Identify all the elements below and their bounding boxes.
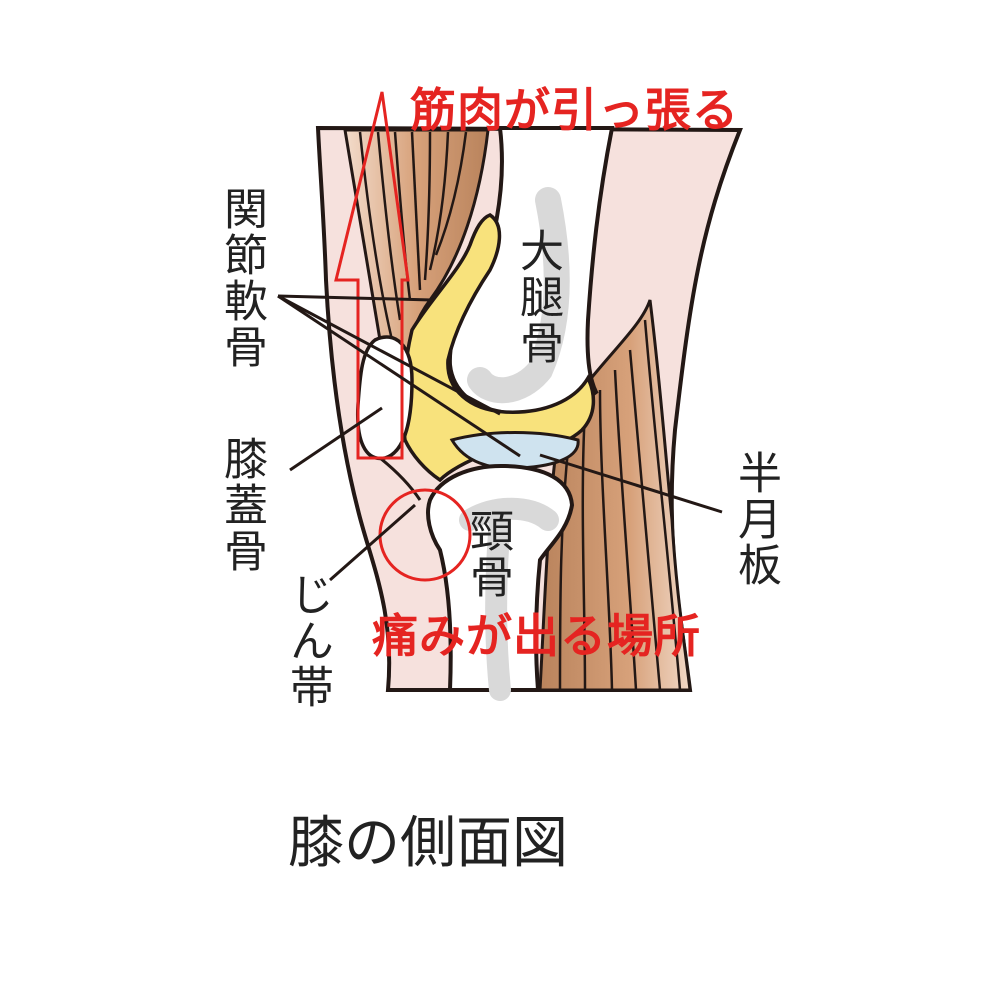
- meniscus: [449, 431, 580, 470]
- tibia-marrow: [459, 497, 559, 701]
- muscle-pull-arrow: [334, 91, 410, 460]
- patellar-ligament: [379, 456, 422, 501]
- patella-label: 膝蓋骨: [216, 436, 267, 574]
- femur-marrow: [467, 187, 570, 404]
- leader-lines: [277, 294, 723, 582]
- diagram-caption: 膝の側面図: [288, 811, 568, 876]
- meniscus-label: 半月板: [730, 450, 781, 588]
- tibia-label: 頸骨: [462, 508, 513, 600]
- articular-cartilage-label: 関節軟骨: [216, 186, 267, 370]
- muscle-pull-label: 筋肉が引っ張る: [410, 83, 739, 137]
- quadriceps-fibers: [358, 131, 468, 341]
- pain-site-label: 痛みが出る場所: [372, 609, 701, 663]
- ligament-label: じん帯: [282, 572, 333, 710]
- femur-label: 大腿骨: [512, 228, 563, 366]
